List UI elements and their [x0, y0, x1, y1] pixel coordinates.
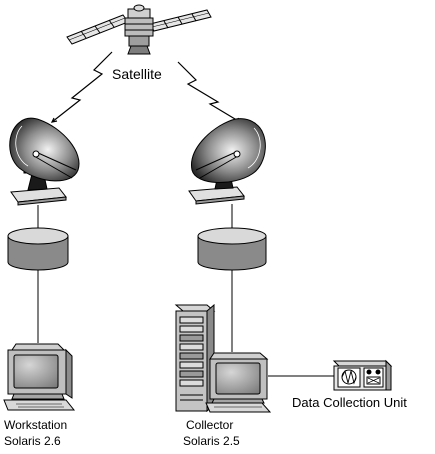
- data-collection-unit-label: Data Collection Unit: [292, 395, 407, 410]
- router-cylinder-icon: [7, 227, 69, 271]
- router-cylinder-icon: [197, 227, 267, 271]
- radio-link-left: [50, 51, 113, 123]
- server-tower-icon: [174, 303, 216, 413]
- connection-lines: [37, 204, 334, 377]
- collector-label: Collector: [186, 418, 234, 432]
- workstation-label: Workstation: [4, 418, 68, 432]
- data-collection-unit-icon: [332, 359, 393, 391]
- satellite-dish-icon: [188, 118, 266, 205]
- collector-os-label: Solaris 2.5: [183, 434, 240, 448]
- monitor-icon: [205, 352, 272, 413]
- radio-link-right: [177, 61, 242, 124]
- satellite-dish-icon: [9, 117, 80, 206]
- satellite-label: Satellite: [112, 66, 162, 82]
- satellite-icon: [66, 4, 212, 55]
- monitor-icon: [3, 343, 76, 411]
- workstation-os-label: Solaris 2.6: [4, 434, 61, 448]
